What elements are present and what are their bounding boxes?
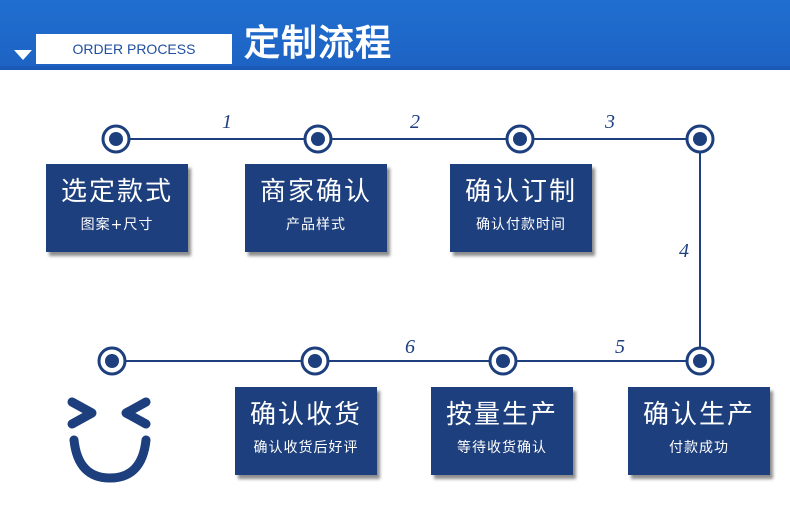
chevron-down-icon bbox=[14, 50, 32, 60]
step-box-3: 确认订制 确认付款时间 bbox=[450, 164, 592, 252]
step-desc: 产品样式 bbox=[286, 217, 346, 233]
step-desc: 确认付款时间 bbox=[476, 217, 566, 233]
header-stripe bbox=[0, 66, 790, 70]
step-title: 按量生产 bbox=[445, 400, 558, 430]
step-box-6: 确认收货 确认收货后好评 bbox=[235, 387, 377, 475]
step-number-2: 2 bbox=[410, 111, 420, 133]
flow-node-7 bbox=[300, 346, 330, 376]
flow-node-3 bbox=[505, 124, 535, 154]
step-number-1: 1 bbox=[222, 111, 232, 133]
step-title: 确认订制 bbox=[464, 177, 577, 207]
step-number-5: 5 bbox=[615, 336, 625, 358]
step-box-4: 确认生产 付款成功 bbox=[628, 387, 770, 475]
flow-node-5 bbox=[685, 346, 715, 376]
step-title: 确认生产 bbox=[642, 400, 755, 430]
step-title: 确认收货 bbox=[249, 400, 362, 430]
smile-face-icon bbox=[67, 397, 151, 483]
step-number-4: 4 bbox=[679, 240, 689, 262]
step-desc: 图案+尺寸 bbox=[80, 217, 154, 233]
step-desc: 付款成功 bbox=[669, 440, 729, 456]
step-box-2: 商家确认 产品样式 bbox=[245, 164, 387, 252]
flow-node-2 bbox=[303, 124, 333, 154]
step-box-1: 选定款式 图案+尺寸 bbox=[46, 164, 188, 252]
flow-node-6 bbox=[488, 346, 518, 376]
page-title: 定制流程 bbox=[244, 23, 393, 64]
step-number-6: 6 bbox=[405, 336, 415, 358]
step-number-3: 3 bbox=[605, 111, 615, 133]
step-title: 选定款式 bbox=[60, 177, 173, 207]
header-subtitle-tab: ORDER PROCESS bbox=[36, 34, 232, 64]
header-subtitle: ORDER PROCESS bbox=[72, 41, 196, 57]
step-box-5: 按量生产 等待收货确认 bbox=[431, 387, 573, 475]
flow-node-8 bbox=[97, 346, 127, 376]
flow-node-1 bbox=[101, 124, 131, 154]
step-title: 商家确认 bbox=[259, 177, 372, 207]
step-desc: 确认收货后好评 bbox=[253, 440, 359, 456]
step-desc: 等待收货确认 bbox=[457, 440, 547, 456]
flow-node-4 bbox=[685, 124, 715, 154]
